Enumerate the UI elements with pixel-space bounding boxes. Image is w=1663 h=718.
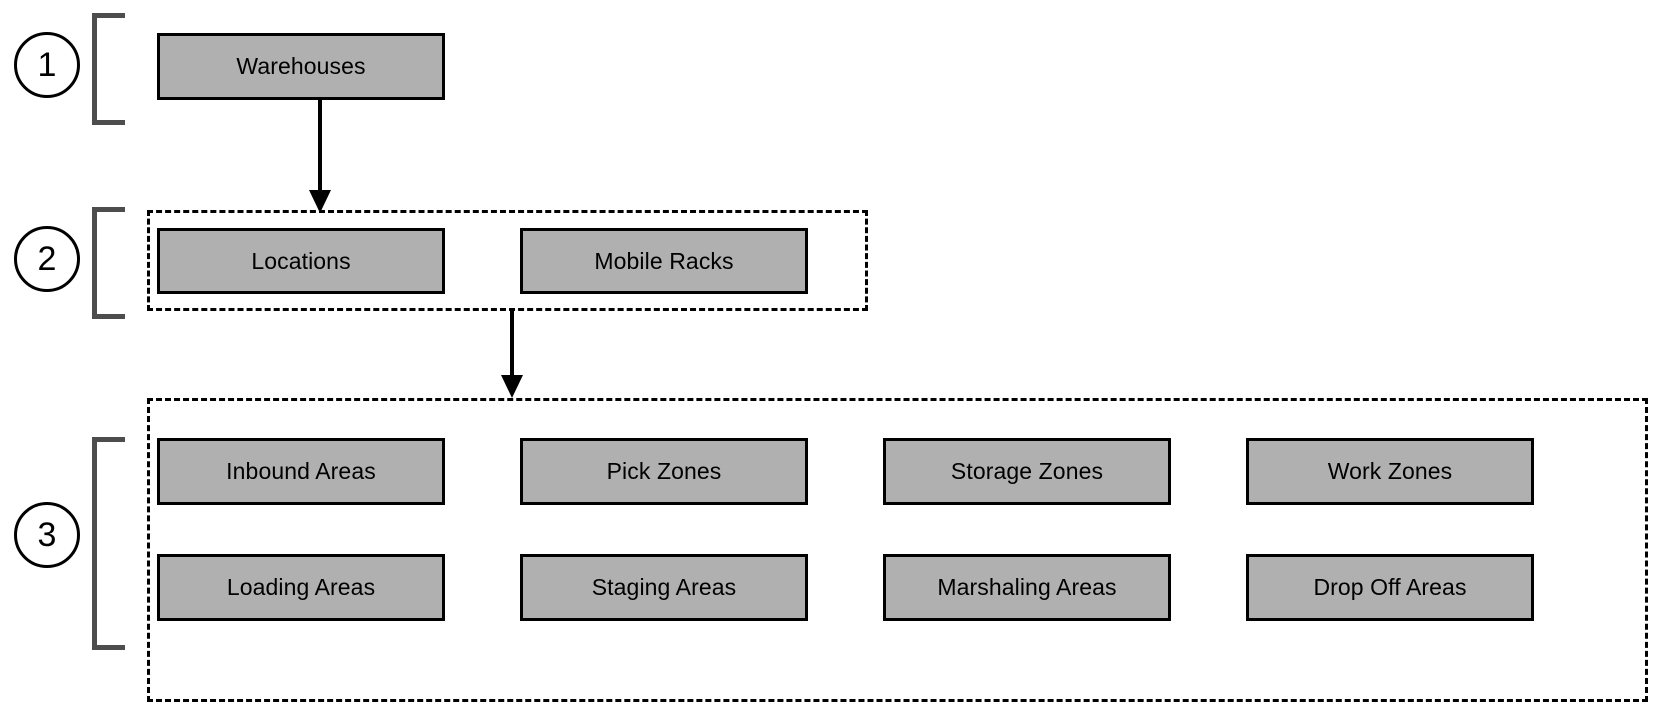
connector-warehouses-to-locations bbox=[309, 100, 331, 213]
node-inbound-areas[interactable]: Inbound Areas bbox=[157, 438, 445, 505]
node-locations[interactable]: Locations bbox=[157, 228, 445, 294]
level-indicator-1: 1 bbox=[14, 32, 80, 98]
node-staging-areas[interactable]: Staging Areas bbox=[520, 554, 808, 621]
level-2-group-container bbox=[147, 210, 868, 311]
node-mobile-racks[interactable]: Mobile Racks bbox=[520, 228, 808, 294]
node-loading-areas[interactable]: Loading Areas bbox=[157, 554, 445, 621]
node-drop-off-areas[interactable]: Drop Off Areas bbox=[1246, 554, 1534, 621]
node-storage-zones[interactable]: Storage Zones bbox=[883, 438, 1171, 505]
node-warehouses[interactable]: Warehouses bbox=[157, 33, 445, 100]
level-indicator-3: 3 bbox=[14, 502, 80, 568]
connector-locations-to-level-3 bbox=[501, 311, 523, 398]
node-marshaling-areas[interactable]: Marshaling Areas bbox=[883, 554, 1171, 621]
level-bracket-1 bbox=[92, 13, 125, 125]
level-indicator-2: 2 bbox=[14, 226, 80, 292]
level-bracket-2 bbox=[92, 207, 125, 319]
level-bracket-3 bbox=[92, 437, 125, 650]
node-work-zones[interactable]: Work Zones bbox=[1246, 438, 1534, 505]
node-pick-zones[interactable]: Pick Zones bbox=[520, 438, 808, 505]
level-3-group-container bbox=[147, 398, 1648, 702]
